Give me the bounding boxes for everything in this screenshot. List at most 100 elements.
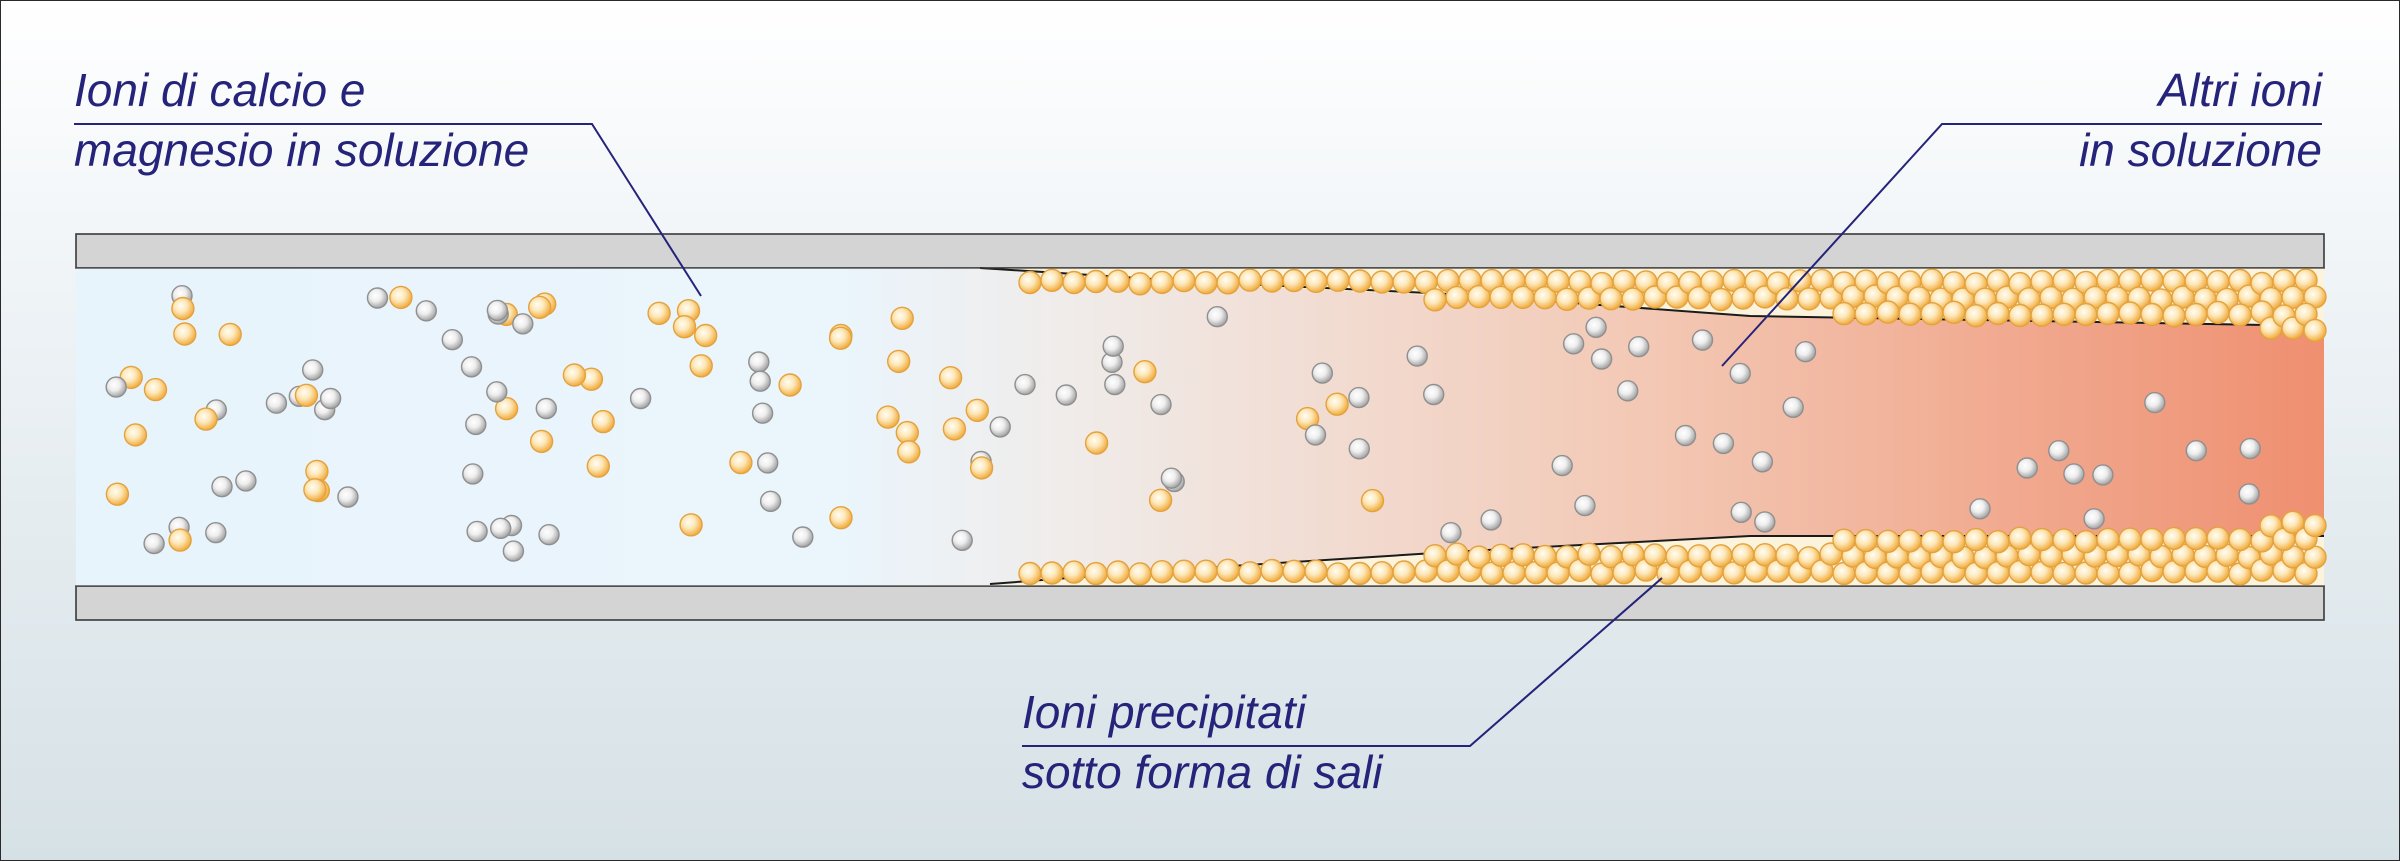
other-ion-icon <box>2092 464 2114 486</box>
other-ion-icon <box>1104 373 1126 396</box>
other-ion-icon <box>1969 498 1991 520</box>
calcium-ion-icon <box>1964 304 1988 328</box>
calcium-ion-icon <box>1062 270 1086 295</box>
calcium-ion-icon <box>2140 527 2164 552</box>
label-precipitated-ions: Ioni precipitati sotto forma di sali <box>1022 682 1382 802</box>
other-ion-icon <box>1674 424 1697 447</box>
other-ion-icon <box>1590 348 1613 370</box>
calcium-ion-icon <box>887 349 911 374</box>
other-ion-icon <box>2063 463 2085 485</box>
other-ion-icon <box>1751 451 1774 473</box>
calcium-ion-icon <box>2206 526 2230 550</box>
other-ion-icon <box>1406 345 1428 367</box>
calcium-ion-icon <box>1282 559 1306 583</box>
calcium-ion-icon <box>672 315 697 339</box>
calcium-ion-icon <box>1920 529 1944 554</box>
other-ion-icon <box>1055 384 1078 406</box>
other-ion-icon <box>441 329 463 351</box>
other-ion-icon <box>205 522 227 544</box>
label-calcium-line1: Ioni di calcio e <box>74 64 366 116</box>
pipe-wall-top <box>75 233 2325 269</box>
other-ion-icon <box>1691 329 1714 351</box>
other-ion-icon <box>535 397 557 420</box>
calcium-ion-icon <box>2303 318 2327 343</box>
calcium-ion-icon <box>2052 302 2076 326</box>
calcium-ion-icon <box>1854 302 1878 326</box>
calcium-ion-icon <box>1392 560 1416 584</box>
calcium-ion-icon <box>562 363 587 387</box>
other-ion-icon <box>748 351 770 373</box>
other-ion-icon <box>1794 341 1817 363</box>
calcium-ion-icon <box>1133 360 1157 384</box>
other-ion-icon <box>512 313 534 335</box>
label-other-ions: Altri ioni in soluzione <box>2079 60 2322 180</box>
calcium-ion-icon <box>1084 561 1108 586</box>
other-ion-icon <box>757 452 779 474</box>
leader-line-precipitated <box>1022 577 1663 747</box>
calcium-ion-icon <box>1150 560 1174 584</box>
other-ion-icon <box>1304 424 1327 446</box>
other-ion-icon <box>211 476 233 498</box>
calcium-ion-icon <box>173 322 197 346</box>
calcium-ion-icon <box>168 528 192 552</box>
calcium-ion-icon <box>2052 528 2076 552</box>
calcium-ion-icon <box>1326 268 1350 292</box>
other-ion-icon <box>1712 432 1735 455</box>
other-ion-icon <box>951 529 973 551</box>
calcium-ion-icon <box>528 295 552 319</box>
calcium-ion-icon <box>679 513 703 537</box>
calcium-ion-icon <box>1238 561 1262 585</box>
other-ion-icon <box>751 402 774 424</box>
calcium-ion-icon <box>1832 528 1856 552</box>
calcium-ion-icon <box>1876 529 1900 553</box>
calcium-ion-icon <box>294 383 319 407</box>
calcium-ion-icon <box>2096 301 2120 326</box>
calcium-ion-icon <box>1084 269 1108 294</box>
other-ion-icon <box>265 392 288 414</box>
other-ion-icon <box>337 486 359 508</box>
calcium-ion-icon <box>143 377 168 402</box>
calcium-ion-icon <box>1040 561 1064 585</box>
calcium-ion-icon <box>218 322 242 347</box>
calcium-ion-icon <box>586 454 610 478</box>
other-ion-icon <box>1754 511 1776 533</box>
calcium-ion-icon <box>171 296 195 321</box>
calcium-ion-icon <box>1854 528 1878 553</box>
calcium-ion-icon <box>389 285 413 310</box>
calcium-ion-icon <box>1348 269 1372 293</box>
other-ion-icon <box>1551 454 1573 477</box>
pipe-wall-bottom <box>75 585 2325 621</box>
other-ion-icon <box>1014 373 1036 396</box>
calcium-ion-icon <box>1348 561 1372 586</box>
calcium-ion-icon <box>2118 301 2142 325</box>
other-ion-icon <box>2048 440 2070 462</box>
calcium-ion-icon <box>1106 269 1130 293</box>
calcium-ion-icon <box>1150 270 1174 295</box>
label-calcium-line2: magnesio in soluzione <box>74 124 530 176</box>
calcium-ion-icon <box>2228 527 2252 552</box>
calcium-ion-icon <box>1018 270 1042 295</box>
calcium-ion-icon <box>2162 304 2186 328</box>
calcium-ion-icon <box>2030 303 2054 327</box>
calcium-ion-icon <box>1986 530 2010 554</box>
calcium-ion-icon <box>828 326 853 350</box>
calcium-ion-icon <box>1260 558 1284 583</box>
calcium-ion-icon <box>2008 526 2032 550</box>
calcium-ion-icon <box>1304 559 1328 583</box>
calcium-ion-icon <box>303 478 327 502</box>
other-ion-icon <box>2144 391 2166 414</box>
calcium-ion-icon <box>2074 302 2098 327</box>
calcium-ion-icon <box>1148 488 1173 512</box>
other-ion-icon <box>466 520 488 543</box>
other-ion-icon <box>460 356 483 378</box>
other-ion-icon <box>1160 467 1183 489</box>
calcium-ion-icon <box>2162 526 2186 551</box>
other-ion-icon <box>465 413 487 436</box>
calcium-ion-icon <box>778 373 802 397</box>
other-ion-icon <box>143 532 165 555</box>
calcium-ion-icon <box>969 456 994 480</box>
leader-lines <box>74 123 2322 747</box>
calcium-ion-icon <box>1920 302 1944 326</box>
other-ion-icon <box>759 490 782 512</box>
